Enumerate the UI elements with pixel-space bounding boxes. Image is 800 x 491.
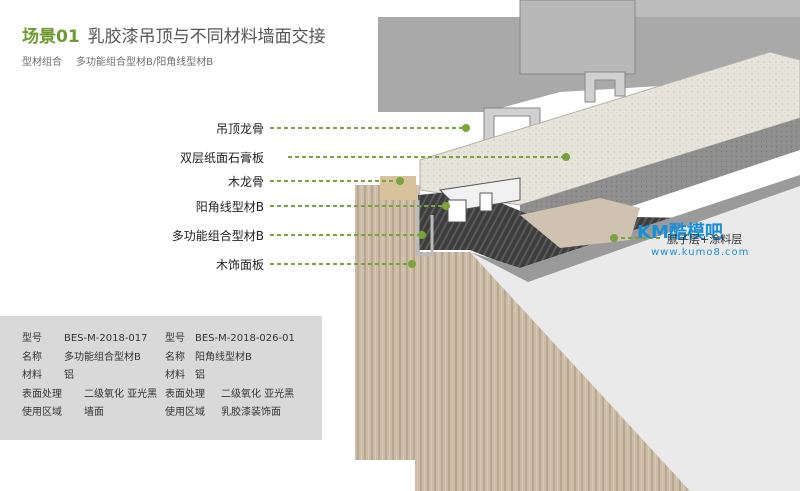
- spec-row: 材料铝: [165, 370, 205, 381]
- keel-profile-2: [584, 71, 626, 103]
- leader-dots: [396, 124, 618, 268]
- label-putty-paint: 腻子层+涂料层: [667, 233, 743, 246]
- spec-row: 表面处理二级氧化 亚光黑: [22, 388, 158, 400]
- spec-row: 名称阳角线型材B: [165, 351, 252, 363]
- scene-title: 乳胶漆吊顶与不同材料墙面交接: [87, 27, 326, 47]
- spec-row: 材料铝: [22, 370, 74, 381]
- label-corner-profile: 阳角线型材B: [195, 200, 264, 214]
- spec-row: 使用区域墙面: [22, 407, 104, 418]
- page-subtitle: 型材组合 多功能组合型材B/阳角线型材B: [22, 53, 227, 68]
- spec-row: 名称多功能组合型材B: [22, 351, 141, 363]
- putty-layer: [520, 198, 640, 248]
- profile-detail-2: [479, 192, 493, 212]
- main-channel: [519, 0, 636, 75]
- label-ceiling-keel: 吊顶龙骨: [215, 122, 264, 136]
- spec-row: 使用区域乳胶漆装饰面: [165, 407, 281, 418]
- page-title: 场景01 乳胶漆吊顶与不同材料墙面交接: [22, 22, 326, 47]
- label-multifunction-profile: 多功能组合型材B: [171, 229, 264, 243]
- subtitle-right: 多功能组合型材B/阳角线型材B: [76, 57, 214, 68]
- spec-row: 表面处理二级氧化 亚光黑: [165, 388, 295, 400]
- profile-detail-1: [447, 199, 467, 223]
- wood-edge-strip: [355, 185, 420, 460]
- subtitle-left: 型材组合: [22, 57, 62, 68]
- leader-lines: [270, 127, 662, 265]
- label-wood-panel: 木饰面板: [215, 258, 264, 272]
- profile-edge: [416, 200, 434, 257]
- label-gypsum-board: 双层纸面石膏板: [179, 151, 264, 165]
- ceiling-finish-face: [470, 175, 800, 491]
- watermark-url: www.kumo8.com: [651, 247, 750, 258]
- scene-number: 场景01: [22, 27, 80, 47]
- label-wood-keel: 木龙骨: [227, 175, 264, 189]
- watermark-brand: KM酷模吧: [637, 222, 723, 243]
